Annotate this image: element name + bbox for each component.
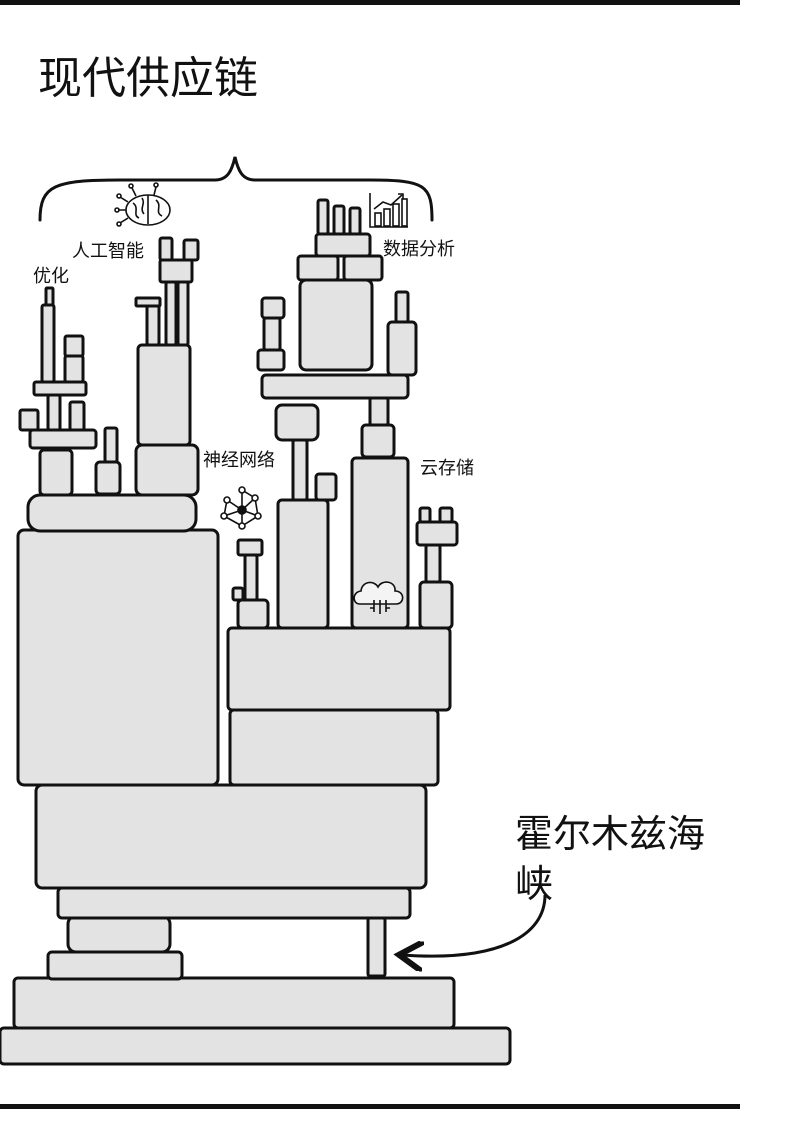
- block-41: [368, 396, 390, 427]
- block-31: [182, 238, 200, 262]
- block-9: [228, 708, 440, 787]
- block-47: [298, 278, 374, 372]
- block-19: [40, 303, 56, 384]
- block-18: [32, 380, 88, 397]
- block-12: [94, 460, 122, 496]
- block-35: [236, 538, 264, 557]
- block-51: [316, 198, 330, 236]
- block-33: [231, 586, 245, 602]
- label-data-analysis: 数据分析: [383, 239, 455, 260]
- block-21: [63, 354, 85, 384]
- block-25: [145, 303, 161, 347]
- block-1: [12, 976, 456, 1030]
- block-17: [68, 400, 86, 432]
- block-36: [276, 498, 330, 630]
- block-13: [103, 426, 119, 464]
- block-4: [366, 916, 387, 978]
- label-optimization: 优化: [33, 266, 69, 287]
- block-8: [26, 493, 198, 533]
- block-60: [438, 506, 454, 524]
- bottom-border: [0, 1104, 740, 1109]
- block-55: [394, 290, 410, 324]
- block-58: [415, 520, 459, 547]
- block-2: [46, 950, 184, 981]
- block-0: [0, 1026, 512, 1066]
- block-43: [260, 373, 410, 400]
- block-38: [291, 438, 309, 502]
- bar-chart-icon: [369, 193, 408, 228]
- block-48: [296, 254, 340, 282]
- block-56: [418, 580, 454, 630]
- block-44: [256, 348, 286, 372]
- label-neural-network: 神经网络: [203, 450, 275, 471]
- block-7: [16, 528, 220, 787]
- block-57: [424, 543, 442, 584]
- block-53: [348, 206, 362, 236]
- curly-brace: [38, 156, 434, 222]
- block-46: [260, 296, 286, 320]
- block-26: [134, 296, 162, 308]
- block-52: [332, 204, 346, 236]
- block-37: [314, 472, 338, 502]
- label-cloud-storage: 云存储: [420, 458, 474, 479]
- block-23: [134, 443, 200, 497]
- block-11: [38, 448, 74, 497]
- block-16: [46, 393, 62, 432]
- block-29: [158, 258, 194, 284]
- network-icon: [220, 486, 262, 530]
- block-49: [342, 254, 384, 282]
- block-6: [34, 783, 428, 890]
- block-32: [236, 598, 270, 630]
- block-24: [136, 343, 192, 447]
- block-14: [28, 428, 98, 450]
- block-30: [158, 236, 174, 262]
- block-40: [360, 423, 396, 459]
- top-border: [0, 0, 740, 5]
- label-strait-line2: 峡: [515, 862, 554, 906]
- block-5: [56, 886, 412, 920]
- cloud-icon: [353, 581, 404, 614]
- block-34: [243, 553, 259, 602]
- label-ai: 人工智能: [72, 241, 144, 262]
- label-strait-line1: 霍尔木兹海: [515, 812, 706, 856]
- page-title: 现代供应链: [38, 53, 258, 104]
- block-54: [386, 320, 418, 377]
- block-50: [314, 232, 372, 258]
- block-59: [418, 506, 432, 524]
- block-39: [274, 403, 320, 442]
- strait-arrow: [402, 894, 547, 956]
- block-20: [44, 286, 55, 307]
- block-3: [66, 914, 172, 954]
- block-10: [226, 626, 452, 712]
- block-45: [262, 316, 282, 352]
- block-27: [164, 280, 178, 347]
- block-15: [18, 408, 40, 432]
- block-22: [63, 334, 85, 358]
- block-28: [176, 280, 190, 347]
- brain-icon: [114, 182, 171, 227]
